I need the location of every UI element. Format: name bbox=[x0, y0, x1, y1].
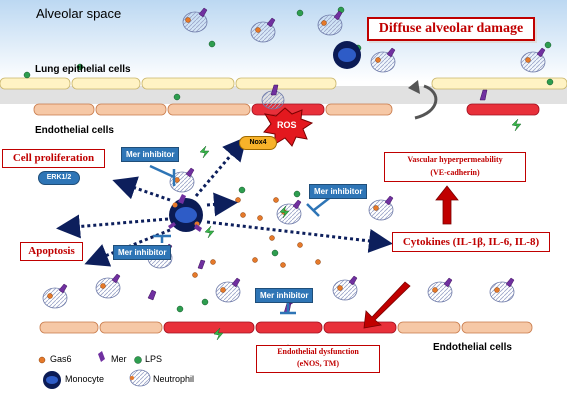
legend-mer-label: Mer bbox=[111, 354, 127, 364]
vascular-hyperpermeability-line1: Vascular hyperpermeability bbox=[407, 155, 503, 164]
curved-arrow-head bbox=[408, 80, 420, 94]
diffuse-alveolar-damage-box: Diffuse alveolar damage bbox=[367, 17, 535, 41]
pathway-arrows bbox=[56, 136, 393, 267]
vascular-hyperpermeability-box: Vascular hyperpermeability (VE-cadherin) bbox=[384, 152, 526, 182]
mer-inhibitor-label-3: Mer inhibitor bbox=[309, 184, 368, 199]
endothelial-cells-label-bottom: Endothelial cells bbox=[433, 342, 512, 353]
inhibitor-bars bbox=[149, 164, 333, 315]
vascular-hyperpermeability-line2: (VE-cadherin) bbox=[430, 168, 480, 177]
endothelial-dysfunction-box: Endothelial dysfunction (eNOS, TM) bbox=[256, 345, 380, 373]
alveolar-space-label: Alveolar space bbox=[36, 6, 122, 21]
alveolar-space-region bbox=[0, 0, 567, 82]
endothelial-cell-layer-top bbox=[33, 103, 540, 116]
legend-symbols bbox=[38, 351, 142, 389]
apoptosis-box: Apoptosis bbox=[20, 242, 83, 261]
lps-dots bbox=[23, 6, 554, 352]
erk-label: ERK1/2 bbox=[38, 171, 80, 185]
endothelial-cells-label-top: Endothelial cells bbox=[35, 125, 114, 136]
epithelial-cell-layer bbox=[0, 77, 567, 90]
nox4-label: Nox4 bbox=[239, 136, 277, 150]
legend-monocyte-label: Monocyte bbox=[65, 374, 105, 384]
curved-arrow bbox=[414, 84, 438, 120]
lung-epithelial-cells-label: Lung epithelial cells bbox=[35, 64, 131, 75]
red-block-arrows bbox=[363, 185, 459, 329]
endothelial-cell-layer-bottom bbox=[39, 321, 533, 334]
cytokines-box: Cytokines (IL-1β, IL-6, IL-8) bbox=[392, 232, 550, 252]
mer-inhibitor-label-2: Mer inhibitor bbox=[113, 245, 172, 260]
legend-gas6-label: Gas6 bbox=[50, 354, 72, 364]
lps-lightning-bolts bbox=[199, 118, 522, 341]
endothelial-dysfunction-line2: (eNOS, TM) bbox=[296, 359, 340, 368]
cell-proliferation-box: Cell proliferation bbox=[2, 149, 105, 168]
legend-neutrophil-label: Neutrophil bbox=[153, 374, 195, 384]
mer-receptors bbox=[58, 7, 546, 314]
legend-lps-label: LPS bbox=[145, 354, 163, 364]
mer-inhibitor-label-4: Mer inhibitor bbox=[255, 288, 314, 303]
interstitium-band bbox=[0, 86, 567, 104]
mer-inhibitor-label-1: Mer inhibitor bbox=[121, 147, 180, 162]
monocyte-central bbox=[168, 194, 203, 232]
ros-label: ROS bbox=[277, 120, 297, 130]
endothelial-dysfunction-line1: Endothelial dysfunction bbox=[277, 347, 359, 356]
ros-starburst bbox=[263, 107, 314, 147]
monocyte-alveolar bbox=[333, 41, 361, 69]
